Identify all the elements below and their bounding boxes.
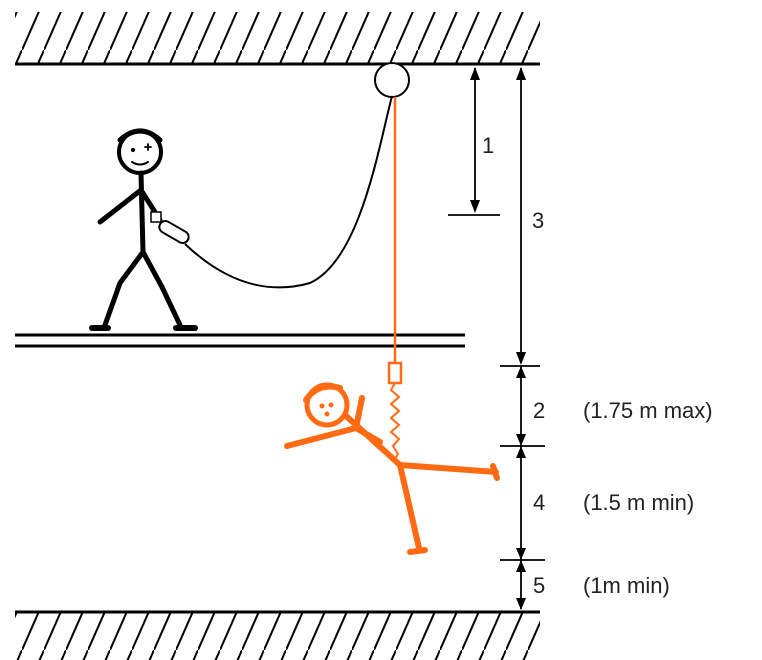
dimension-5-note: (1m min) <box>583 573 670 598</box>
work-platform <box>15 333 465 348</box>
dimension-2-arrow <box>500 365 545 447</box>
dimension-4-note: (1.5 m min) <box>583 490 694 515</box>
deployed-absorber-line <box>389 382 401 463</box>
hand-connector-icon <box>150 211 162 223</box>
anchor-pulley <box>374 62 410 98</box>
lanyard-pack-icon <box>158 220 190 244</box>
dimension-4-arrow <box>500 446 545 561</box>
shock-absorber-icon <box>387 361 403 385</box>
ceiling <box>15 12 540 66</box>
dimension-3-arrow <box>516 67 526 365</box>
dimension-2-note: (1.75 m max) <box>583 398 713 423</box>
dimension-5-arrow <box>516 560 526 610</box>
standing-worker-figure <box>89 128 198 331</box>
dimension-2-label: 2 <box>533 398 545 423</box>
dimension-4-label: 4 <box>533 490 545 515</box>
falling-worker-figure <box>284 382 500 555</box>
ground-floor <box>15 610 540 660</box>
lanyard-line <box>184 95 393 289</box>
dimension-1-arrow <box>448 67 500 216</box>
dimension-3-label: 3 <box>532 208 544 233</box>
dimension-1-label: 1 <box>482 133 494 158</box>
dimension-5-label: 5 <box>533 573 545 598</box>
